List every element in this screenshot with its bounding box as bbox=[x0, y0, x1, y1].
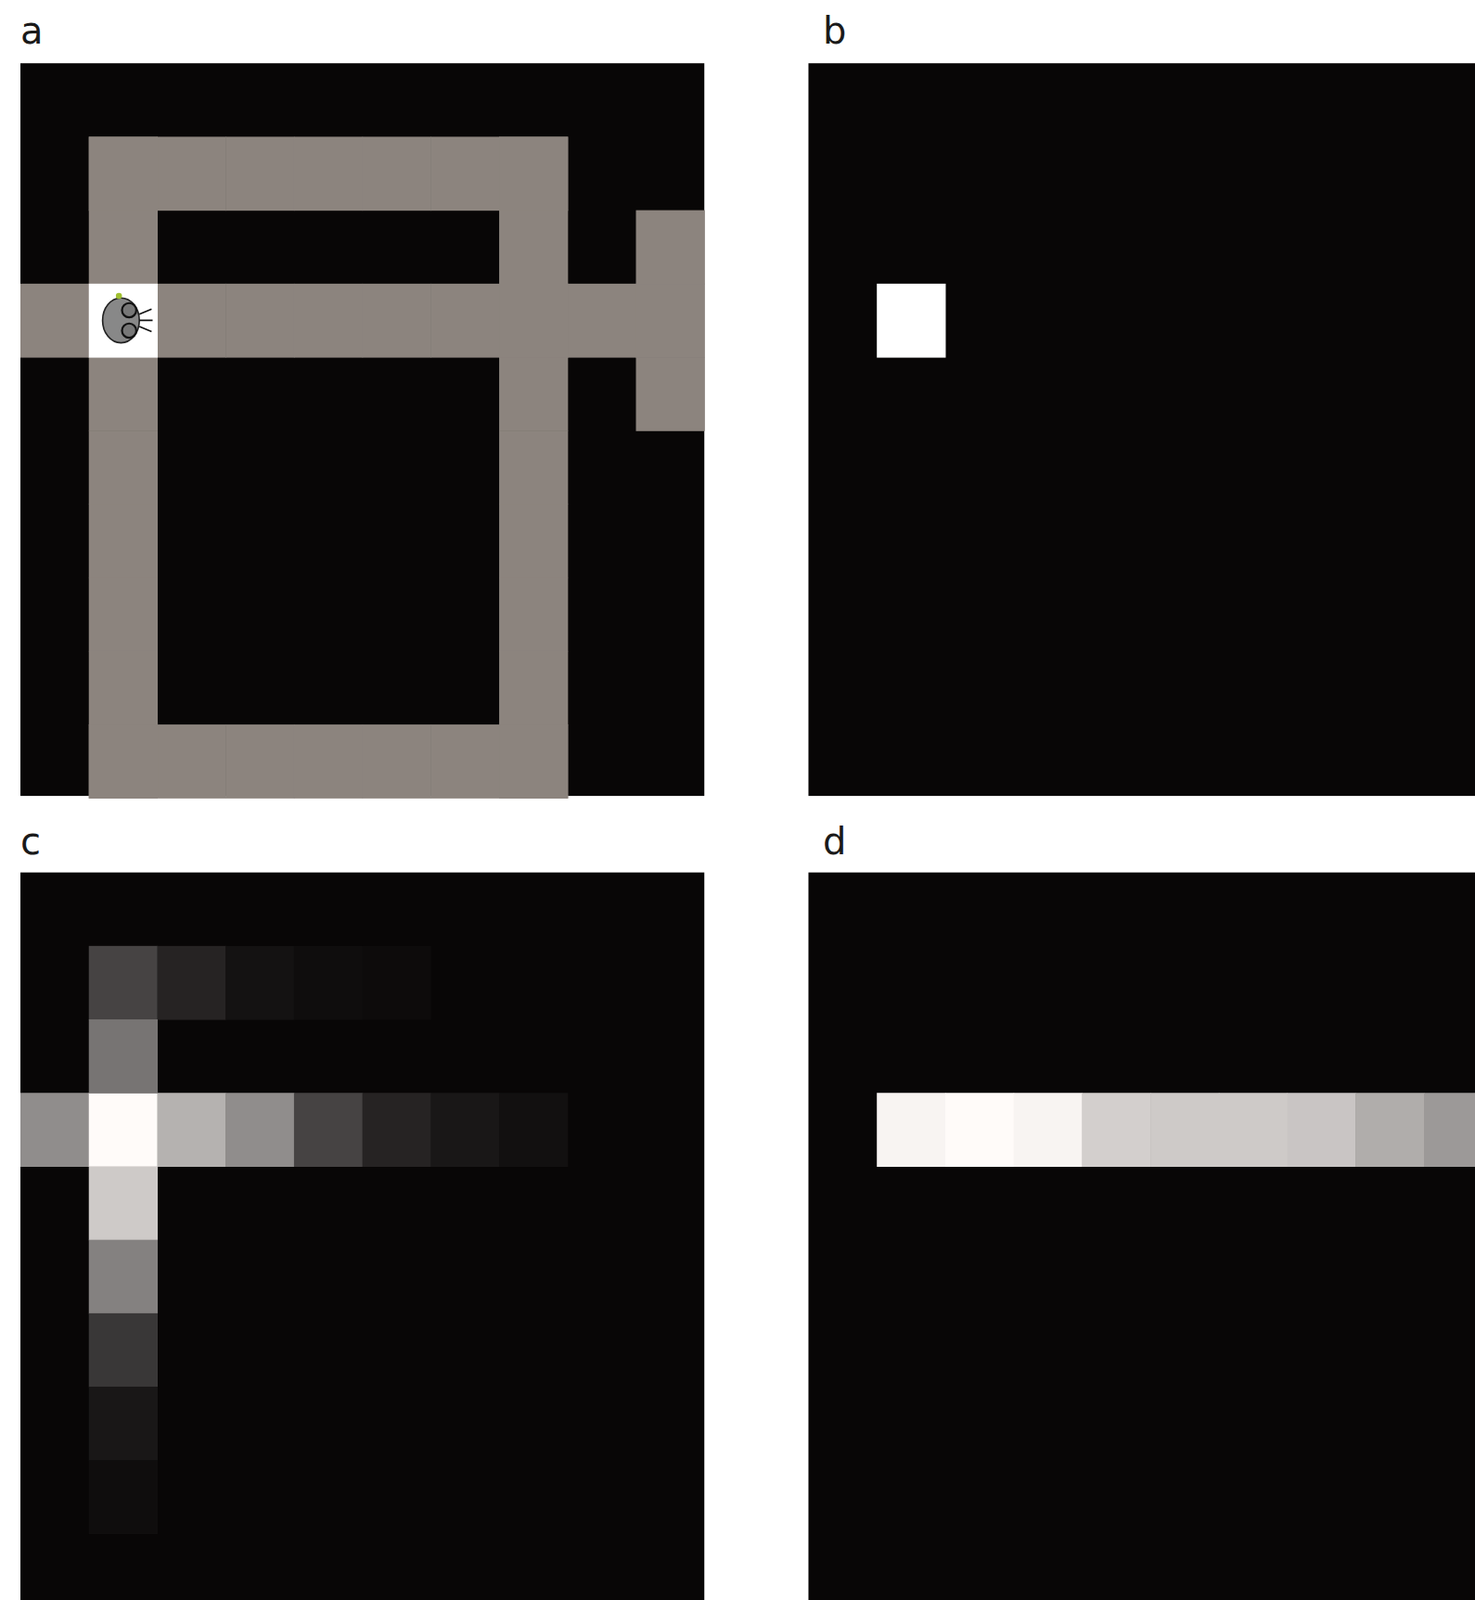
heat-cell bbox=[89, 1313, 158, 1388]
heat-cell bbox=[89, 1386, 158, 1462]
value-panel bbox=[808, 872, 1475, 1600]
maze-corridor bbox=[499, 357, 568, 432]
maze-corridor bbox=[430, 724, 500, 799]
maze-corridor bbox=[362, 136, 432, 211]
heat-cell bbox=[1218, 1092, 1288, 1168]
maze-corridor bbox=[89, 357, 158, 432]
heat-cell bbox=[1355, 1092, 1424, 1168]
maze-corridor bbox=[89, 136, 158, 211]
maze-corridor bbox=[362, 724, 432, 799]
maze-corridor bbox=[89, 210, 158, 285]
maze-corridor bbox=[636, 210, 706, 285]
heat-cell bbox=[499, 1092, 568, 1168]
state-panel bbox=[808, 63, 1475, 796]
maze-corridor bbox=[499, 136, 568, 211]
maze-corridor bbox=[225, 724, 295, 799]
panel-label: d bbox=[822, 822, 847, 860]
maze-corridor bbox=[499, 283, 568, 359]
panel-label: c bbox=[20, 822, 41, 860]
value-panel bbox=[20, 872, 705, 1600]
panel-label: b bbox=[822, 12, 847, 50]
heat-cell bbox=[362, 946, 432, 1021]
panel-label: a bbox=[20, 12, 44, 50]
heat-cell bbox=[362, 1092, 432, 1168]
heat-cell bbox=[945, 1092, 1014, 1168]
heat-cell bbox=[89, 1240, 158, 1315]
heat-cell bbox=[1287, 1092, 1357, 1168]
heat-cell bbox=[430, 1092, 500, 1168]
maze-corridor bbox=[499, 136, 568, 211]
maze-corridor bbox=[89, 283, 158, 359]
heat-cell bbox=[89, 1166, 158, 1241]
maze-corridor bbox=[225, 283, 295, 359]
maze-corridor bbox=[89, 136, 158, 211]
maze-corridor bbox=[362, 283, 432, 359]
heat-cell bbox=[1081, 1092, 1151, 1168]
heat-cell bbox=[156, 1092, 226, 1168]
maze-corridor bbox=[89, 724, 158, 799]
heat-cell bbox=[89, 1460, 158, 1535]
mouse-icon bbox=[102, 293, 154, 344]
heat-cell bbox=[89, 1019, 158, 1094]
heat-cell bbox=[294, 946, 363, 1021]
maze-corridor bbox=[499, 503, 568, 578]
heat-cell bbox=[225, 946, 295, 1021]
heat-cell bbox=[156, 946, 226, 1021]
maze-corridor bbox=[636, 357, 706, 432]
maze-corridor bbox=[156, 724, 226, 799]
maze-corridor bbox=[636, 283, 706, 359]
maze-corridor bbox=[89, 577, 158, 653]
maze-corridor bbox=[89, 503, 158, 578]
heat-cell bbox=[876, 1092, 946, 1168]
maze-corridor bbox=[499, 724, 568, 799]
heat-cell bbox=[89, 946, 158, 1021]
maze-corridor bbox=[430, 283, 500, 359]
agent-cell bbox=[89, 283, 158, 359]
heat-cell bbox=[1150, 1092, 1219, 1168]
maze-corridor bbox=[20, 283, 90, 359]
maze-corridor bbox=[89, 724, 158, 799]
maze-corridor bbox=[430, 136, 500, 211]
maze-corridor bbox=[499, 430, 568, 505]
maze-corridor bbox=[89, 430, 158, 505]
maze-corridor bbox=[156, 283, 226, 359]
state-cell bbox=[876, 283, 946, 359]
heat-cell bbox=[294, 1092, 363, 1168]
heat-cell bbox=[1013, 1092, 1083, 1168]
maze-corridor bbox=[294, 136, 363, 211]
maze-corridor bbox=[225, 136, 295, 211]
heat-cell bbox=[225, 1092, 295, 1168]
maze-corridor bbox=[499, 210, 568, 285]
maze-corridor bbox=[499, 577, 568, 653]
maze-corridor bbox=[294, 283, 363, 359]
heat-cell bbox=[1423, 1092, 1475, 1168]
heat-cell bbox=[20, 1092, 90, 1168]
maze-panel bbox=[20, 63, 705, 796]
heat-cell bbox=[89, 1092, 158, 1168]
maze-corridor bbox=[499, 283, 568, 359]
maze-corridor bbox=[294, 724, 363, 799]
maze-corridor bbox=[156, 136, 226, 211]
maze-corridor bbox=[499, 724, 568, 799]
maze-corridor bbox=[567, 283, 637, 359]
maze-corridor bbox=[89, 283, 158, 359]
maze-corridor bbox=[499, 651, 568, 726]
maze-corridor bbox=[89, 651, 158, 726]
